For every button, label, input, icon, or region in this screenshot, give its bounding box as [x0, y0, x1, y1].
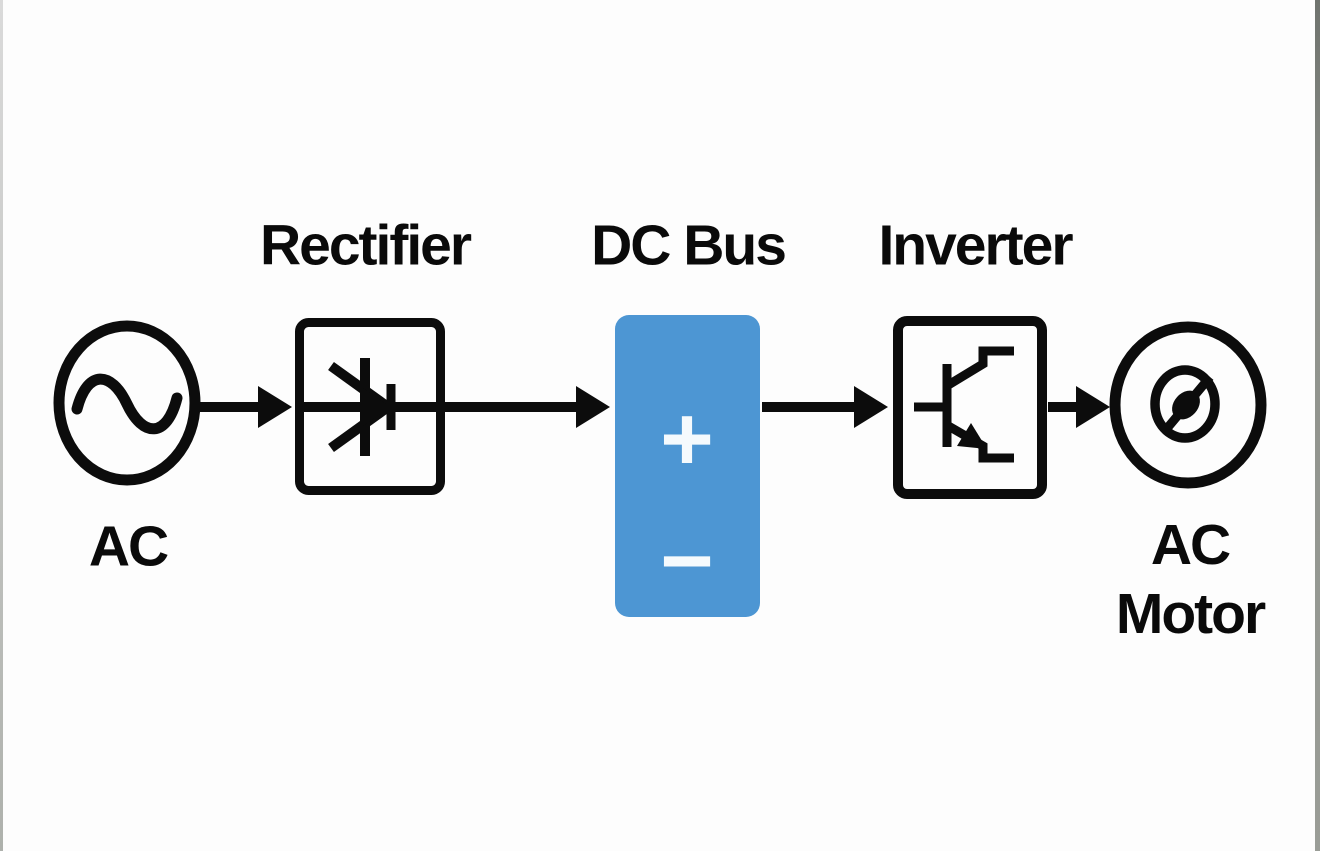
arrow-head [258, 386, 292, 428]
ac-source-label: AC [88, 514, 169, 579]
dc-bus-label: DC Bus [591, 213, 787, 278]
dc-bus-minus-symbol: − [660, 510, 714, 613]
motor-rotor-blob [1172, 390, 1200, 420]
flow-arrow-dcbus-to-inverter [762, 386, 888, 428]
dc-bus-plus-symbol: + [660, 388, 714, 491]
rectifier-label: Rectifier [259, 213, 472, 278]
inverter-box [893, 316, 1047, 499]
arrow-head [576, 386, 610, 428]
transistor-collector [942, 346, 1014, 391]
thyristor-icon [328, 358, 396, 456]
arrow-head [1076, 386, 1110, 428]
dc-bus-box [615, 315, 760, 617]
screenshot-left-edge [0, 0, 3, 851]
flow-arrow-rectifier-to-dcbus [443, 386, 610, 428]
source-circle [53, 320, 201, 486]
inverter-block-icon [893, 316, 1047, 499]
arrow-head [854, 386, 888, 428]
motor-outer-circle [1109, 321, 1267, 489]
flow-arrow-source-to-rectifier [196, 386, 292, 428]
motor-icon [1109, 321, 1267, 489]
ac-motor-label-line2: Motor [1115, 582, 1266, 646]
transistor-emitter-arrow [957, 423, 987, 449]
rectifier-block-icon [295, 318, 445, 495]
ac-motor-label: AC Motor [1115, 511, 1266, 649]
motor-inner-ring [1150, 365, 1220, 443]
screenshot-right-edge [1315, 0, 1320, 851]
diode-triangle [363, 388, 390, 426]
flow-arrow-inverter-to-motor [1048, 386, 1110, 428]
transistor-icon [914, 346, 1014, 463]
ac-motor-label-line1: AC [1150, 513, 1231, 577]
inverter-label: Inverter [878, 213, 1073, 278]
sine-wave-icon [71, 373, 183, 435]
ac-source-icon [53, 320, 201, 486]
